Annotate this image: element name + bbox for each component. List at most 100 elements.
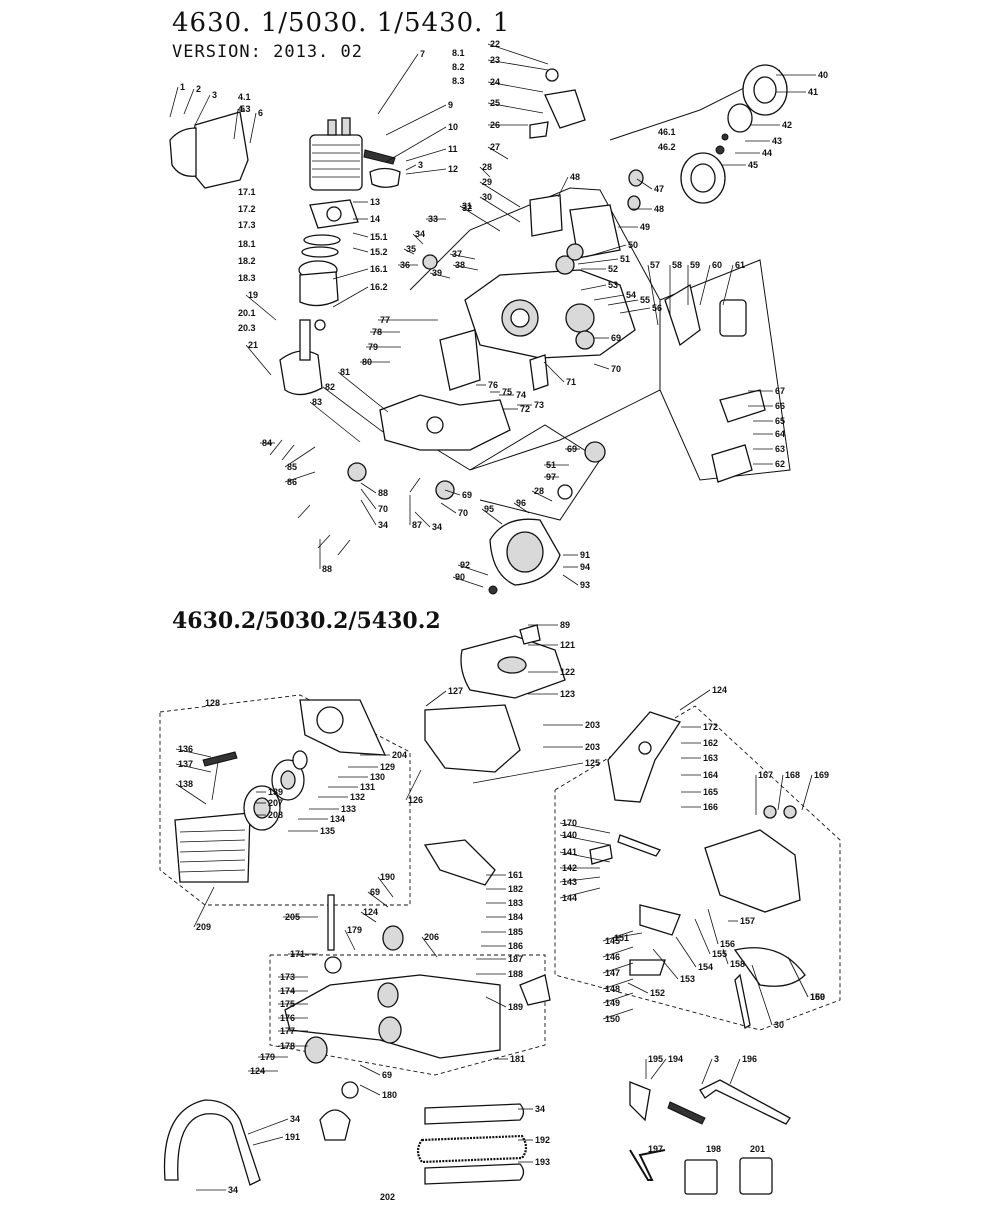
part-label: 8.3: [452, 76, 465, 86]
part-label: 182: [508, 884, 523, 894]
part-label: 190: [380, 872, 395, 882]
leader-line: [479, 166, 491, 178]
leader-line: [344, 929, 356, 951]
leader-line: [405, 148, 447, 162]
part-label: 188: [508, 969, 523, 979]
leader-line: [377, 876, 394, 898]
part-label: 27: [490, 142, 500, 152]
part-label: 63: [775, 444, 785, 454]
leader-line: [531, 490, 553, 502]
leader-line: [360, 482, 377, 494]
part-label: 127: [448, 686, 463, 696]
part-label: 34: [535, 1104, 545, 1114]
part-label: 11: [448, 144, 458, 154]
front-handle-bar: [163, 1099, 261, 1186]
leader-line: [322, 386, 384, 433]
leader-line: [169, 86, 179, 118]
part-label: 69: [611, 333, 621, 343]
part-label: 74: [516, 390, 526, 400]
part-label: 95: [484, 504, 494, 514]
leader-line: [309, 401, 361, 443]
part-label: 186: [508, 941, 523, 951]
leader-line: [487, 43, 549, 65]
part-label: 144: [562, 893, 577, 903]
part-label: 195: [648, 1054, 663, 1064]
part-label: 86: [287, 477, 297, 487]
part-label: 3: [418, 160, 423, 170]
part-label: 187: [508, 954, 523, 964]
diagram-title: 4630. 1/5030. 1/5430. 1: [172, 8, 511, 38]
part-label: 67: [775, 386, 785, 396]
leader-line: [284, 471, 316, 483]
part-label: 20.3: [238, 323, 256, 333]
part-label: 7: [420, 49, 425, 59]
part-label: 18.1: [238, 239, 256, 249]
part-label: 43: [772, 136, 782, 146]
part-label: 5: [240, 104, 245, 114]
chain-brake-handle: [607, 711, 682, 803]
leader-line: [233, 108, 239, 140]
leader-line: [412, 233, 424, 245]
part-label: 96: [516, 498, 526, 508]
part-label: 124: [712, 685, 727, 695]
leader-line: [367, 891, 389, 908]
leader-line: [611, 932, 643, 939]
part-label: 19: [248, 290, 258, 300]
part-label: 48: [654, 204, 664, 214]
leader-line: [385, 104, 447, 136]
part-label: 91: [580, 550, 590, 560]
part-label: 35: [406, 244, 416, 254]
leader-line: [429, 272, 451, 279]
leader-line: [593, 294, 625, 301]
part-label: 54: [626, 290, 636, 300]
part-label: 140: [562, 830, 577, 840]
section1-parts: [169, 64, 791, 595]
leader-line: [602, 1008, 634, 1020]
leader-line: [385, 126, 447, 163]
leader-line: [440, 502, 457, 514]
part-label: 24: [490, 77, 500, 87]
part-label: 16.1: [370, 264, 388, 274]
part-label: 37: [452, 249, 462, 259]
part-label: 123: [560, 689, 575, 699]
filter-cover: [189, 111, 249, 189]
part-label: 153: [680, 974, 695, 984]
part-label: 139: [268, 787, 283, 797]
part-label: 160: [810, 992, 825, 1002]
part-label: 137: [178, 759, 193, 769]
part-label: 138: [178, 779, 193, 789]
part-label: 15.1: [370, 232, 388, 242]
leader-line: [679, 689, 711, 711]
leader-line: [457, 564, 489, 576]
part-label: 9: [448, 100, 453, 110]
part-label: 15.2: [370, 247, 388, 257]
part-label: 66: [775, 401, 785, 411]
part-label: 3: [212, 90, 217, 100]
leader-line: [352, 247, 369, 253]
part-label: 88: [378, 488, 388, 498]
part-label: 69: [370, 887, 380, 897]
part-label: 89: [560, 620, 570, 630]
part-label: 69: [382, 1070, 392, 1080]
starter-housing: [299, 699, 387, 756]
part-label: 42: [782, 120, 792, 130]
leader-line: [183, 88, 195, 115]
part-label: 150: [605, 1014, 620, 1024]
leader-line: [444, 489, 461, 496]
part-label: 8.2: [452, 62, 465, 72]
part-label: 51: [620, 254, 630, 264]
leader-line: [459, 205, 501, 232]
part-label: 75: [502, 387, 512, 397]
part-label: 135: [320, 826, 335, 836]
part-label: 196: [742, 1054, 757, 1064]
leader-line: [729, 1058, 741, 1085]
leader-line: [332, 268, 369, 280]
leader-line: [619, 307, 651, 314]
version-label: VERSION: 2013. 02: [172, 42, 363, 62]
part-label: 209: [196, 922, 211, 932]
part-label: 193: [535, 1157, 550, 1167]
part-label: 55: [640, 295, 650, 305]
crankshaft: [279, 350, 323, 396]
part-label: 58: [672, 260, 682, 270]
part-label: 20.1: [238, 308, 256, 318]
